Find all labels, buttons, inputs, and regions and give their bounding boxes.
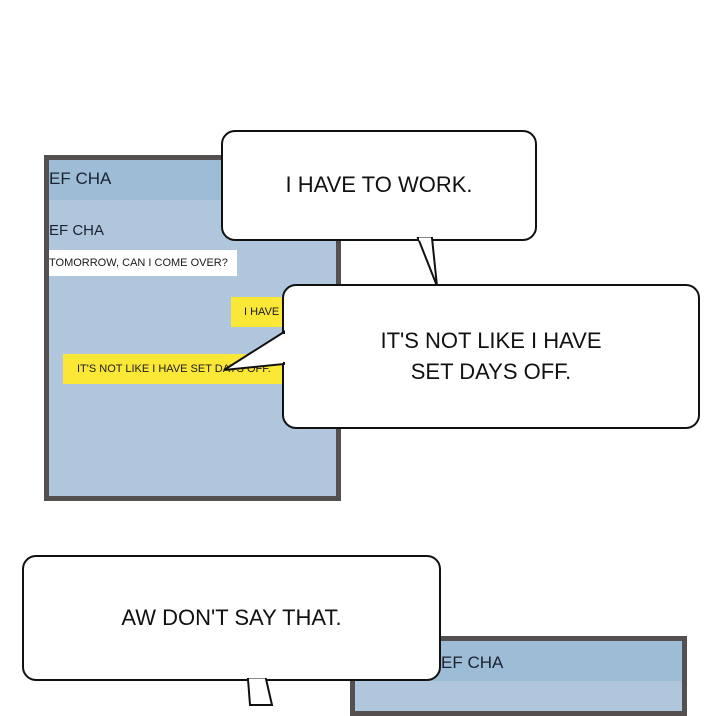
speech-text-line2: SET DAYS OFF.: [410, 358, 572, 384]
speech-bubble-tail: [416, 237, 438, 287]
chat-header-title: EF CHA: [441, 653, 504, 672]
speech-bubble-tail: [246, 678, 274, 706]
chat-header-title: EF CHA: [49, 169, 112, 188]
speech-bubble: AW DON'T SAY THAT.: [22, 555, 441, 681]
speech-bubble: I HAVE TO WORK.: [221, 130, 537, 241]
speech-bubble-tail: [223, 330, 286, 371]
contact-name: EF CHA: [49, 222, 105, 239]
message-bubble-sent: IT'S NOT LIKE I HAVE SET DAYS OFF.: [63, 354, 301, 384]
message-bubble-received: TOMORROW, CAN I COME OVER?: [49, 250, 237, 276]
speech-text-line1: IT'S NOT LIKE I HAVE: [380, 327, 602, 353]
speech-bubble: IT'S NOT LIKE I HAVE SET DAYS OFF.: [282, 284, 700, 429]
speech-text: I HAVE TO WORK.: [285, 172, 473, 198]
speech-text: AW DON'T SAY THAT.: [121, 604, 342, 630]
